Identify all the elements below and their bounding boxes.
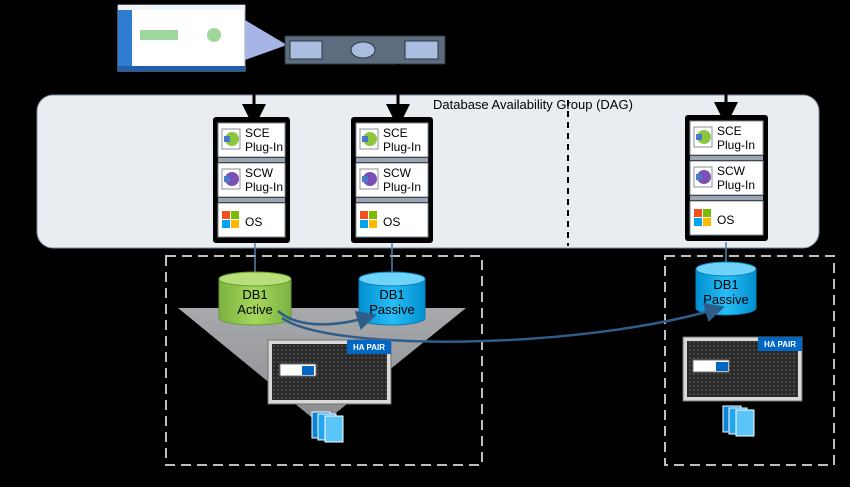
os-row: OS (355, 202, 429, 238)
storage-array-left: HA PAIR (267, 339, 392, 405)
windows-logo-icon (360, 211, 377, 228)
scw-plugin-icon (693, 166, 713, 188)
scw-plugin-icon (359, 168, 379, 190)
db-state: Passive (703, 292, 749, 307)
db-name: DB1 (242, 287, 267, 302)
plugin-suffix: Plug-In (245, 180, 283, 194)
plugin-name: SCE (383, 126, 408, 140)
plugin-name: SCW (717, 164, 746, 178)
dag-title: Database Availability Group (DAG) (433, 97, 633, 112)
app-screenshot-thumbnail (117, 4, 246, 72)
windows-logo-icon (222, 211, 239, 228)
db-name: DB1 (379, 287, 404, 302)
replication-link-remote (281, 302, 725, 343)
volume-snapshot-icon-left (311, 411, 344, 443)
plugin-name: SCW (383, 166, 412, 180)
os-label: OS (245, 215, 262, 229)
callout-beam (245, 20, 287, 60)
plugin-name: SCE (717, 124, 742, 138)
plugin-suffix: Plug-In (383, 140, 421, 154)
plugin-name: SCE (245, 126, 270, 140)
ha-pair-badge-left: HA PAIR (353, 343, 385, 352)
db-state: Active (237, 302, 272, 317)
plugin-name: SCW (245, 166, 274, 180)
storage-site-right (664, 255, 835, 466)
sce-plugin-icon (221, 128, 241, 150)
sce-plugin-icon (693, 126, 713, 148)
os-row: OS (217, 202, 286, 238)
ha-pair-badge-right: HA PAIR (764, 340, 796, 349)
windows-logo-icon (694, 209, 711, 226)
volume-snapshot-icon-right (722, 405, 755, 437)
os-label: OS (717, 213, 734, 227)
sce-plugin-icon (359, 128, 379, 150)
plugin-suffix: Plug-In (383, 180, 421, 194)
db-name: DB1 (713, 277, 738, 292)
network-switch (284, 35, 446, 65)
replication-link-local (277, 310, 377, 331)
plugin-suffix: Plug-In (717, 178, 755, 192)
storage-array-right: HA PAIR (682, 336, 803, 402)
plugin-suffix: Plug-In (245, 140, 283, 154)
db-state: Passive (369, 302, 415, 317)
plugin-suffix: Plug-In (717, 138, 755, 152)
storage-site-left (165, 255, 483, 466)
scw-plugin-icon (221, 168, 241, 190)
os-label: OS (383, 215, 400, 229)
os-row: OS (689, 200, 764, 236)
